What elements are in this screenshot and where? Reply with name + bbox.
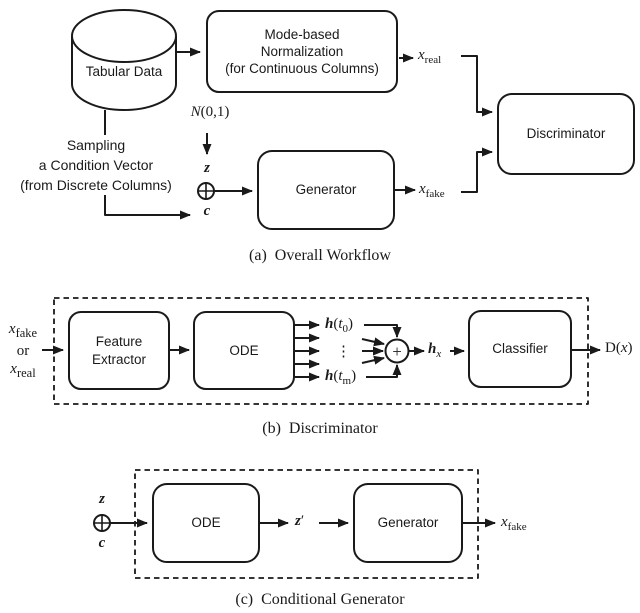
ode-box-b: ODE	[193, 311, 295, 390]
z-label-a: z	[204, 160, 210, 176]
discriminator-input-label: xfake or xreal	[0, 320, 46, 382]
generator-box-a: Generator	[257, 150, 395, 230]
generator-box-c: Generator	[353, 483, 463, 563]
generator-box-a-label: Generator	[295, 182, 357, 198]
d-x-label: D(x)	[605, 340, 633, 356]
x-fake-label-c: xfake	[501, 514, 527, 533]
ode-box-c: ODE	[152, 483, 260, 563]
oplus-icon-c	[93, 514, 111, 532]
ode-box-b-label: ODE	[229, 342, 259, 358]
arrow-mid3-to-sum	[361, 355, 385, 365]
vertical-dots: ⋮	[336, 344, 351, 360]
sum-plus-glyph: +	[392, 342, 402, 361]
h-tm-label: h(tm)	[325, 368, 357, 387]
arrow-xreal-to-discriminator	[461, 55, 493, 117]
classifier-box: Classifier	[468, 310, 572, 388]
noise-params: (0,1)	[200, 104, 230, 120]
z-label-c: z	[99, 491, 105, 507]
input-x-real: xreal	[10, 361, 36, 380]
discriminator-box-a: Discriminator	[497, 93, 635, 175]
h-t0-label: h(t0)	[325, 316, 354, 335]
oplus-icon-a	[197, 182, 215, 200]
sum-plus-icon	[384, 338, 410, 364]
feature-extractor-box: Feature Extractor	[68, 311, 170, 390]
normalization-box: Mode-based Normalization (for Continuous…	[206, 10, 398, 93]
z-prime-label: z′	[295, 513, 305, 529]
arrow-mid1-to-sum	[361, 337, 385, 347]
caption-a: (a) Overall Workflow	[249, 247, 391, 264]
database-label: Tabular Data	[85, 64, 163, 79]
discriminator-box-a-label: Discriminator	[526, 126, 606, 142]
generator-box-c-label: Generator	[377, 515, 439, 531]
ode-box-c-label: ODE	[191, 515, 221, 531]
sampling-note: Sampling a Condition Vector (from Discre…	[3, 135, 189, 195]
arrow-xfake-to-discriminator	[461, 147, 493, 193]
arrow-ht0-to-sum	[364, 324, 402, 338]
classifier-label: Classifier	[492, 341, 548, 357]
x-fake-label-a: xfake	[419, 181, 445, 200]
h-x-label: hx	[428, 341, 442, 360]
feature-extractor-label: Feature Extractor	[91, 334, 146, 367]
input-or: or	[16, 343, 30, 359]
database-icon	[71, 9, 177, 111]
c-label-c: c	[98, 535, 106, 551]
noise-label: N(0,1)	[183, 104, 237, 121]
caption-b: (b) Discriminator	[262, 420, 378, 437]
normalization-box-label: Mode-based Normalization (for Continuous…	[225, 26, 379, 77]
x-real-label-a: xreal	[418, 47, 442, 66]
noise-symbol: N	[190, 104, 201, 120]
c-label-a: c	[203, 203, 211, 219]
arrow-htm-to-sum	[366, 364, 402, 378]
caption-c: (c) Conditional Generator	[235, 591, 405, 608]
input-x-fake: xfake	[8, 321, 38, 340]
